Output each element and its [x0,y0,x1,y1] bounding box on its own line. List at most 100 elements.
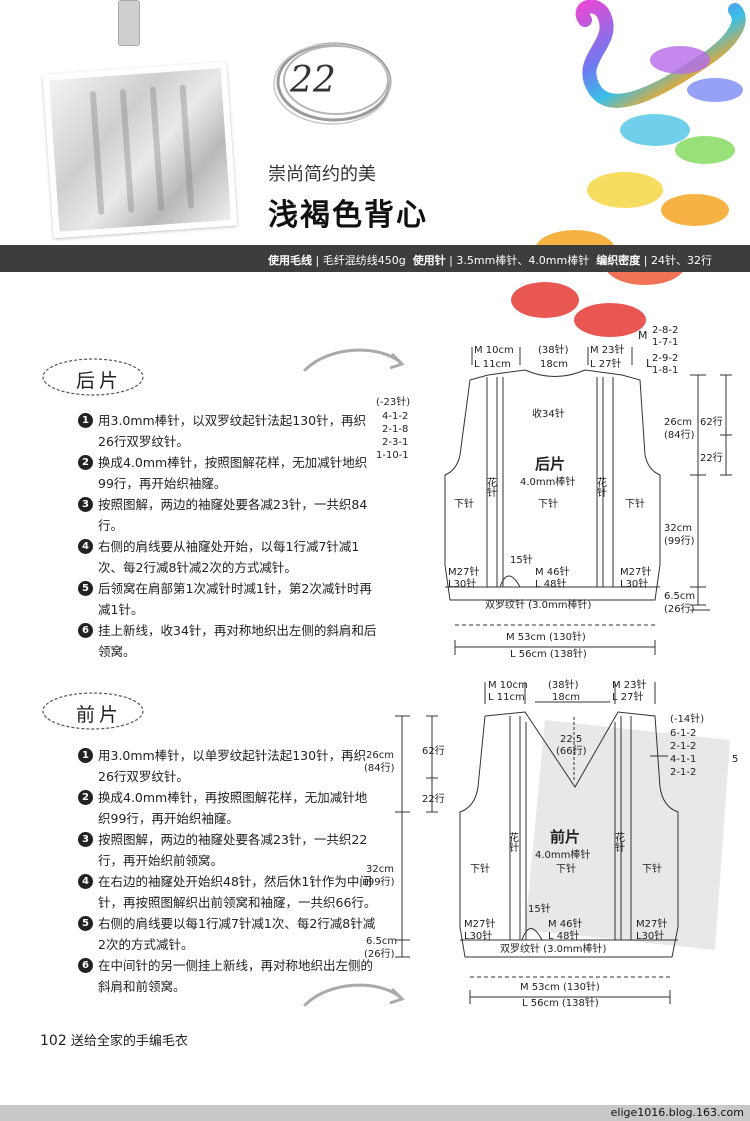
back-side-l: L30针 [448,577,476,590]
step-item: 2 换成4.0mm棒针，按照图解花样，无加减针地织99行，再开始织袖窿。 [78,452,378,494]
pattern-number: 22 [290,60,336,101]
back-upper-rows: 62行 [700,415,723,428]
front-width-l: L 56cm (138针) [522,996,599,1007]
front-top-right-l: L 27针 [612,690,643,703]
front-top-mid: (38针) [548,678,579,691]
front-outline [459,711,679,958]
front-neck-h: 22.5 [560,734,582,745]
step-text: 换成4.0mm棒针，按照图解花样，无加减针地织99行，再开始织袖窿。 [98,455,368,491]
step-number: 2 [78,790,93,805]
front-pattern-left: 花针 [507,831,519,853]
back-top-left-m: M 10cm [474,345,514,356]
step-number: 3 [78,497,93,512]
front-needle: 4.0mm棒针 [535,848,590,861]
step-number: 4 [78,539,93,554]
step-item: 6 挂上新线，收34针，再对称地织出左侧的斜肩和后领窝。 [78,620,378,662]
front-center-m: M 46针 [548,917,583,930]
front-panel-diagram: M 10cm L 11cm (38针) 18cm M 23针 L 27针 22.… [364,678,738,1007]
back-rib-rows: (26行) [664,602,695,615]
swirl-arrow [303,348,405,372]
front-right-note: 6-1-2 [670,728,696,739]
back-width-l: L 56cm (138针) [510,647,587,660]
back-center-m: M 46针 [535,565,570,578]
front-body-rows: (99行) [364,875,395,888]
yarn-value: 毛纤混纺线450g [322,254,406,267]
back-stitch-right: 下针 [625,497,645,510]
front-rib-rows: (26行) [364,947,395,960]
front-center-l: L 48针 [548,929,579,942]
front-side-m-right: M27针 [636,917,667,930]
front-right-note: 2-1-2 [670,767,696,778]
back-body-h: 32cm [664,523,692,534]
page-number: 102 [40,1033,67,1049]
back-left-note: 4-1-2 [382,411,408,422]
front-right-5: 5 [732,754,738,765]
step-text: 用3.0mm棒针，以单罗纹起针法起130针，再织26行双罗纹针。 [98,748,367,784]
back-pattern-left: 花针 [485,476,497,498]
watermark-stamp [525,720,730,950]
back-lower-rows: 22行 [700,451,723,464]
step-number: 5 [78,581,93,596]
materials-bar [0,245,750,272]
gauge-label: 编织密度 [596,254,641,267]
front-upper-rows: 62行 [422,744,445,757]
front-top-mid-cm: 18cm [552,692,580,703]
step-text: 在中间针的另一侧挂上新线，再对称地织出左侧的斜肩和前领窝。 [98,958,374,994]
back-panel-name: 后片 [535,455,565,473]
step-text: 用3.0mm棒针，以双罗纹起针法起130针，再织26行双罗纹针。 [98,413,367,449]
step-number: 4 [78,874,93,889]
front-right-note: 2-1-2 [670,741,696,752]
back-needle: 4.0mm棒针 [520,475,575,488]
book-title: 送给全家的手编毛衣 [70,1034,188,1049]
back-center-15: 15针 [510,553,533,566]
back-side-m-right: M27针 [620,565,651,578]
front-neck-rows: (66行) [556,744,587,757]
page-footer: 102 送给全家的手编毛衣 [40,1030,188,1049]
peacock-illustration [511,0,746,337]
step-number: 6 [78,623,93,638]
back-left-note: 2-3-1 [382,437,408,448]
back-rib-h: 6.5cm [664,591,695,602]
step-item: 4 右侧的肩线要从袖窿处开始，以每1行减7针减1次、每2行减8针减2次的方式减针。 [78,536,378,578]
front-stitch-right: 下针 [642,862,662,875]
section-oval [42,692,144,730]
back-bind-off: 收34针 [532,407,565,420]
front-width-m: M 53cm (130针) [520,980,600,993]
back-rib-label: 双罗纹针 (3.0mm棒针) [485,598,591,611]
front-center-15: 15针 [528,902,551,915]
yarn-label: 使用毛线 [268,254,312,267]
back-top-right-m: M 23针 [590,343,625,356]
back-top-right-l: L 27针 [590,357,621,370]
back-top-mid-cm: 18cm [540,359,568,370]
back-right-note: 1-7-1 [652,337,678,348]
step-text: 右侧的肩线要以每1行减7针减1次、每2行减8针减2次的方式减针。 [98,916,376,952]
back-right-note: 2-8-2 [652,325,678,336]
front-side-l: L30针 [464,929,492,942]
step-text: 按照图解，两边的袖窿处要各减23针，一共织22行，再开始织前领窝。 [98,832,368,868]
needle-value: 3.5mm棒针、4.0mm棒针 [456,254,590,267]
pattern-number-scribble [273,42,392,125]
front-side-m: M27针 [464,917,495,930]
back-right-note: 1-8-1 [652,365,678,376]
back-stitch-left: 下针 [454,497,474,510]
back-right-l: L [646,357,653,370]
front-side-l-right: L30针 [636,929,664,942]
back-left-note: (-23针) [376,395,410,408]
step-number: 2 [78,455,93,470]
materials-text: 使用毛线 | 毛纤混纺线450g 使用针 | 3.5mm棒针、4.0mm棒针 编… [268,254,712,267]
front-stitch-left: 下针 [470,862,490,875]
back-armhole-h: 26cm [664,417,692,428]
back-left-note: 1-10-1 [376,450,409,461]
step-text: 右侧的肩线要从袖窿处开始，以每1行减7针减1次、每2行减8针减2次的方式减针。 [98,539,360,575]
step-text: 挂上新线，收34针，再对称地织出左侧的斜肩和后领窝。 [98,623,377,659]
